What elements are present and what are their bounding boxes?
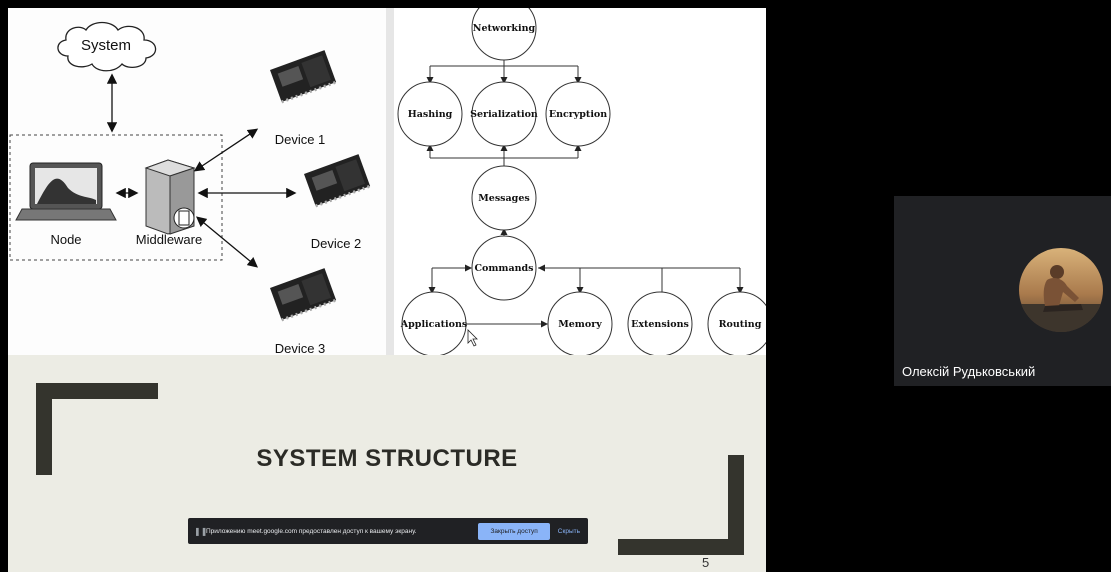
share-message: Приложению meet.google.com предоставлен …	[206, 527, 417, 535]
device1-chip-icon	[270, 50, 337, 104]
mouse-cursor-icon	[467, 329, 478, 347]
pause-icon[interactable]: ❚❚	[194, 526, 208, 536]
top-strip	[766, 0, 1111, 8]
device1-label: Device 1	[275, 132, 326, 147]
applications-node: Applications	[400, 319, 467, 330]
node-label: Node	[50, 232, 81, 247]
laptop-icon	[15, 162, 117, 221]
participant-tile[interactable]: Олексій Рудьковський	[894, 196, 1111, 386]
commands-node: Commands	[474, 263, 533, 274]
device2-label: Device 2	[311, 236, 362, 251]
device3-chip-icon	[270, 268, 337, 322]
avatar	[1019, 248, 1103, 332]
module-tree-diagram: Networking Hashing Serialization Encrypt…	[394, 8, 766, 357]
slide-number: 5	[702, 555, 710, 570]
memory-node: Memory	[558, 319, 602, 330]
networking-node: Networking	[473, 23, 536, 34]
device1-arrow	[193, 128, 259, 172]
corner-bracket-top-left	[36, 383, 158, 399]
architecture-diagram: System Node Midd	[8, 8, 386, 356]
extensions-node: Extensions	[631, 319, 689, 330]
corner-bracket-top-left-vertical	[36, 383, 52, 475]
messages-node: Messages	[478, 193, 529, 204]
system-cloud: System	[57, 21, 157, 72]
stop-sharing-button[interactable]: Закрыть доступ	[478, 522, 550, 540]
middleware-label: Middleware	[136, 232, 202, 247]
system-label: System	[81, 37, 131, 54]
screen-share-bar: ❚❚ Приложению meet.google.com предоставл…	[188, 518, 588, 544]
hashing-node: Hashing	[408, 109, 453, 120]
routing-node: Routing	[719, 319, 762, 330]
slide-divider	[386, 8, 394, 355]
participant-name: Олексій Рудьковський	[902, 364, 1036, 379]
shared-slide: System Node Midd	[8, 8, 766, 572]
serialization-node: Serialization	[470, 109, 538, 120]
corner-bracket-bottom-right	[618, 539, 744, 555]
encryption-node: Encryption	[549, 109, 607, 120]
hide-button[interactable]: Скрыть	[557, 527, 580, 535]
device2-chip-icon	[304, 154, 371, 208]
corner-bracket-bottom-right-vertical	[728, 455, 744, 555]
device3-label: Device 3	[275, 341, 326, 355]
slide-title: SYSTEM STRUCTURE	[256, 445, 518, 472]
device3-arrow	[195, 216, 259, 268]
server-icon	[144, 159, 196, 235]
